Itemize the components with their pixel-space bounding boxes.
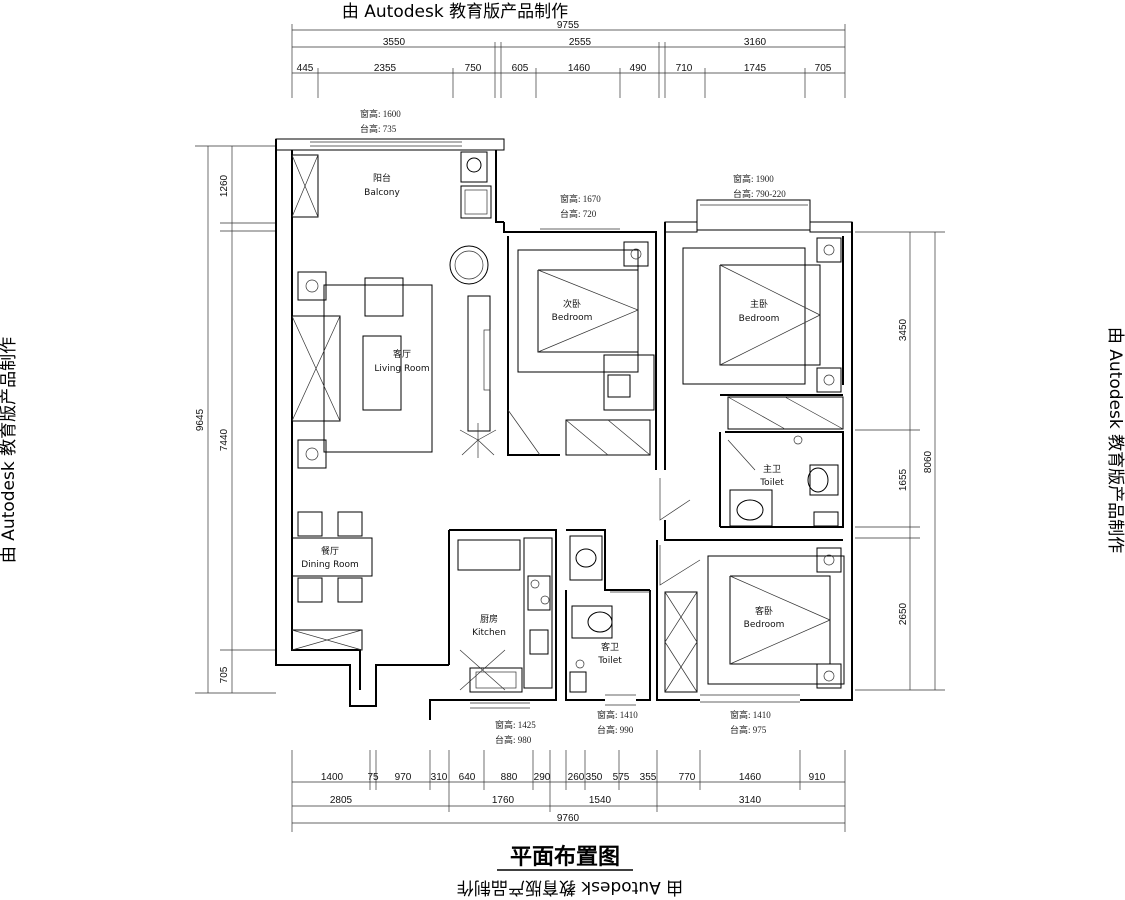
- dim-bottom-r2: 2805: [330, 795, 353, 806]
- watermark-top: 由 Autodesk 教育版产品制作: [342, 2, 568, 22]
- dim-left-part: 1260: [219, 174, 230, 197]
- guest-toilet-fixtures: [569, 605, 613, 693]
- dim-bottom-r1: 310: [431, 772, 448, 783]
- dim-bottom-r1: 970: [395, 772, 412, 783]
- dim-top-r2: 705: [815, 63, 832, 74]
- windows: [310, 141, 811, 709]
- dim-left-part: 705: [219, 666, 230, 683]
- plant-icon: [459, 423, 497, 458]
- dim-top-r1: 2555: [569, 37, 592, 48]
- watermark-bottom: 由 Autodesk 教育版产品制作: [457, 877, 683, 897]
- dim-top-total: 9755: [557, 20, 580, 31]
- dim-right-part: 1655: [898, 468, 909, 491]
- guest-bedroom-furniture: [664, 547, 845, 693]
- watermark-left: 由 Autodesk 教育版产品制作: [0, 337, 19, 563]
- dim-bottom-r2: 3140: [739, 795, 762, 806]
- room-label-cn: 客卧: [755, 605, 773, 617]
- window-note: 窗高: 1600: [360, 108, 401, 119]
- dim-top-r2: 490: [630, 63, 647, 74]
- master-bedroom-furniture: [682, 237, 844, 430]
- watermark-right: 由 Autodesk 教育版产品制作: [1105, 327, 1125, 553]
- page-title: 平面布置图: [510, 844, 620, 870]
- room-label-cn: 客厅: [393, 348, 411, 360]
- window-note: 窗高: 1425: [495, 719, 536, 730]
- room-label-cn: 厨房: [480, 613, 498, 625]
- room-label-en: Kitchen: [472, 628, 506, 638]
- balcony-fixtures: [291, 151, 492, 219]
- room-label-cn: 阳台: [373, 172, 391, 184]
- living-room-furniture: [291, 245, 497, 469]
- dim-bottom-r1: 1400: [321, 772, 344, 783]
- dim-right-part: 3450: [898, 318, 909, 341]
- room-label-en: Bedroom: [552, 313, 593, 323]
- dim-top-r2: 605: [512, 63, 529, 74]
- dim-left-part: 7440: [219, 428, 230, 451]
- room-label-en: Toilet: [759, 478, 784, 488]
- dim-bottom-r1: 75: [367, 772, 379, 783]
- window-note: 窗高: 1410: [597, 709, 638, 720]
- dim-bottom-r1: 880: [501, 772, 518, 783]
- dim-top-r2: 1460: [568, 63, 591, 74]
- dim-top-r2: 1745: [744, 63, 767, 74]
- drawing-title: 平面布置图: [497, 844, 633, 871]
- window-note: 台高: 720: [560, 208, 597, 219]
- dim-bottom-r2: 1760: [492, 795, 515, 806]
- window-note: 台高: 735: [360, 123, 397, 134]
- dim-right-part: 2650: [898, 602, 909, 625]
- window-note: 窗高: 1410: [730, 709, 771, 720]
- dim-bottom-r2: 1540: [589, 795, 612, 806]
- room-label-cn: 次卧: [563, 298, 581, 310]
- dim-bottom-r1: 1460: [739, 772, 762, 783]
- dimensions-bottom: 1400 75 970 310 640 880 290 260 350 575 …: [291, 750, 846, 832]
- dimensions-top: 9755 3550 2555 3160 445 2355 750 605 146…: [291, 20, 846, 98]
- dim-bottom-r1: 260: [568, 772, 585, 783]
- room-label-en: Toilet: [597, 656, 622, 666]
- dim-bottom-r1: 770: [679, 772, 696, 783]
- second-bedroom-furniture: [507, 241, 655, 456]
- dim-top-r1: 3550: [383, 37, 406, 48]
- dim-top-r2: 2355: [374, 63, 397, 74]
- room-label-cn: 主卧: [750, 298, 768, 310]
- dim-right-total: 8060: [923, 450, 934, 473]
- dim-left-total: 9645: [195, 408, 206, 431]
- window-note: 台高: 975: [730, 724, 767, 735]
- dim-top-r2: 445: [297, 63, 314, 74]
- dimensions-right: 3450 1655 2650 8060: [855, 231, 945, 691]
- dining-room-furniture: [291, 511, 373, 651]
- door-swings: [610, 478, 701, 630]
- dim-bottom-total: 9760: [557, 813, 580, 824]
- window-note: 台高: 790-220: [733, 188, 786, 199]
- room-label-en: Bedroom: [744, 620, 785, 630]
- dim-bottom-r1: 640: [459, 772, 476, 783]
- room-label-cn: 客卫: [601, 641, 619, 653]
- kitchen-fixtures: [457, 535, 603, 693]
- dim-bottom-r1: 290: [534, 772, 551, 783]
- room-label-en: Dining Room: [301, 560, 359, 570]
- room-label-en: Balcony: [364, 188, 400, 198]
- window-note: 台高: 980: [495, 734, 532, 745]
- room-label-en: Living Room: [374, 364, 429, 374]
- dim-bottom-r1: 910: [809, 772, 826, 783]
- dim-top-r2: 710: [676, 63, 693, 74]
- room-label-cn: 餐厅: [321, 545, 339, 557]
- dim-bottom-r1: 355: [640, 772, 657, 783]
- dim-top-r2: 750: [465, 63, 482, 74]
- master-toilet-fixtures: [727, 435, 839, 527]
- window-note: 台高: 990: [597, 724, 634, 735]
- dim-top-r1: 3160: [744, 37, 767, 48]
- dimensions-left: 9645 1260 7440 705: [195, 145, 276, 694]
- window-notes: 窗高: 1600 台高: 735 窗高: 1670 台高: 720 窗高: 19…: [360, 108, 786, 745]
- window-note: 窗高: 1670: [560, 193, 601, 204]
- room-labels: 阳台 Balcony 客厅 Living Room 次卧 Bedroom 主卧 …: [301, 172, 784, 666]
- room-label-en: Bedroom: [739, 314, 780, 324]
- room-label-cn: 主卫: [763, 463, 781, 475]
- dim-bottom-r1: 575: [613, 772, 630, 783]
- dim-bottom-r1: 350: [586, 772, 603, 783]
- window-note: 窗高: 1900: [733, 173, 774, 184]
